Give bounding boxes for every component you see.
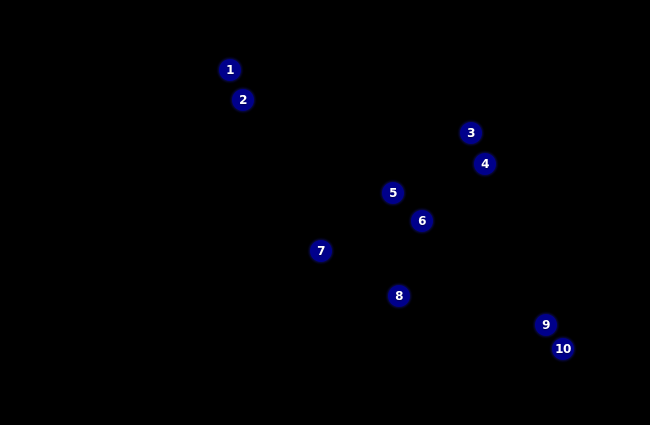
numbered-marker-10[interactable]: 10 (552, 338, 574, 360)
marker-number: 10 (555, 342, 571, 356)
numbered-marker-1[interactable]: 1 (219, 59, 241, 81)
marker-number: 8 (395, 289, 403, 303)
numbered-marker-2[interactable]: 2 (232, 89, 254, 111)
marker-number: 4 (481, 157, 489, 171)
numbered-marker-7[interactable]: 7 (310, 240, 332, 262)
numbered-marker-4[interactable]: 4 (474, 153, 496, 175)
marker-number: 5 (389, 186, 397, 200)
numbered-marker-8[interactable]: 8 (388, 285, 410, 307)
numbered-marker-3[interactable]: 3 (460, 122, 482, 144)
marker-number: 1 (226, 63, 234, 77)
numbered-marker-5[interactable]: 5 (382, 182, 404, 204)
marker-number: 6 (418, 214, 426, 228)
marker-number: 9 (542, 318, 550, 332)
marker-number: 7 (317, 244, 325, 258)
numbered-marker-9[interactable]: 9 (535, 314, 557, 336)
marker-number: 2 (239, 93, 247, 107)
marker-number: 3 (467, 126, 475, 140)
numbered-marker-6[interactable]: 6 (411, 210, 433, 232)
